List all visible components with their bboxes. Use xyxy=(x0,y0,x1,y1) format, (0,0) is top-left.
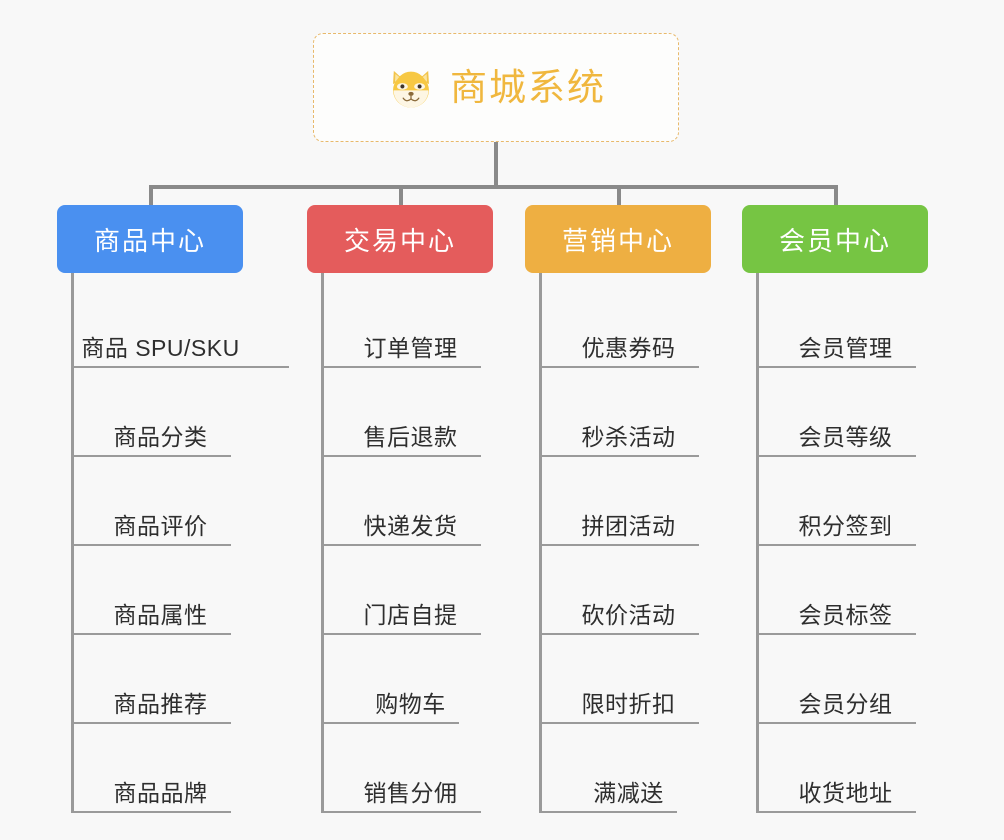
leaf-label: 会员等级 xyxy=(798,423,893,450)
leaf-underline xyxy=(759,455,916,457)
leaf-item[interactable]: 售后退款 xyxy=(324,368,497,457)
leaf-underline xyxy=(74,544,231,546)
leaf-underline xyxy=(542,455,699,457)
leaf-item[interactable]: 会员等级 xyxy=(759,368,932,457)
leaf-underline xyxy=(324,722,459,724)
leaf-underline xyxy=(759,633,916,635)
leaf-item[interactable]: 会员管理 xyxy=(759,279,932,368)
branch-column-4: 会员中心 会员管理 会员等级 积分签到 会员标签 会员分组 xyxy=(742,205,932,813)
leaf-label: 商品推荐 xyxy=(113,690,208,717)
branch-header-label: 商品中心 xyxy=(93,225,206,256)
branch-column-3: 营销中心 优惠券码 秒杀活动 拼团活动 砍价活动 限时折扣 xyxy=(525,205,715,813)
leaf-item[interactable]: 收货地址 xyxy=(759,724,932,813)
connector-root-vertical xyxy=(494,142,498,187)
leaf-item[interactable]: 商品属性 xyxy=(74,546,247,635)
leaf-label: 商品 SPU/SKU xyxy=(81,334,240,361)
leaf-label: 优惠券码 xyxy=(581,334,676,361)
leaf-underline xyxy=(542,366,699,368)
leaf-item[interactable]: 优惠券码 xyxy=(542,279,715,368)
branch-header-marketing-center[interactable]: 营销中心 xyxy=(525,205,711,273)
leaf-underline xyxy=(542,633,699,635)
leaf-underline xyxy=(324,366,481,368)
branch-items-1: 商品 SPU/SKU 商品分类 商品评价 商品属性 商品推荐 商品品牌 xyxy=(71,273,289,813)
leaf-label: 满减送 xyxy=(593,779,664,806)
leaf-label: 会员标签 xyxy=(798,601,893,628)
leaf-underline xyxy=(74,722,231,724)
leaf-label: 秒杀活动 xyxy=(581,423,676,450)
connector-horizontal-bus xyxy=(149,185,838,189)
root-node-mall-system[interactable]: 商城系统 xyxy=(313,33,679,142)
leaf-label: 会员分组 xyxy=(798,690,893,717)
connector-drop-4 xyxy=(834,185,838,209)
leaf-item[interactable]: 会员标签 xyxy=(759,546,932,635)
leaf-item[interactable]: 满减送 xyxy=(542,724,715,813)
connector-drop-3 xyxy=(617,185,621,209)
leaf-underline xyxy=(542,811,677,813)
leaf-label: 商品属性 xyxy=(113,601,208,628)
branch-header-product-center[interactable]: 商品中心 xyxy=(57,205,243,273)
leaf-label: 售后退款 xyxy=(363,423,458,450)
leaf-label: 收货地址 xyxy=(798,779,893,806)
leaf-item[interactable]: 购物车 xyxy=(324,635,497,724)
leaf-underline xyxy=(759,722,916,724)
branch-items-3: 优惠券码 秒杀活动 拼团活动 砍价活动 限时折扣 满减送 xyxy=(539,273,715,813)
leaf-underline xyxy=(542,544,699,546)
leaf-underline xyxy=(324,544,481,546)
leaf-item[interactable]: 积分签到 xyxy=(759,457,932,546)
leaf-underline xyxy=(74,811,231,813)
leaf-item[interactable]: 商品品牌 xyxy=(74,724,247,813)
leaf-item[interactable]: 限时折扣 xyxy=(542,635,715,724)
leaf-underline xyxy=(324,455,481,457)
leaf-item[interactable]: 秒杀活动 xyxy=(542,368,715,457)
leaf-underline xyxy=(74,455,231,457)
leaf-item[interactable]: 商品 SPU/SKU xyxy=(74,279,289,368)
root-node-label: 商城系统 xyxy=(450,67,606,108)
shiba-dog-face-icon xyxy=(393,70,429,108)
leaf-label: 会员管理 xyxy=(798,334,893,361)
branch-items-4: 会员管理 会员等级 积分签到 会员标签 会员分组 收货地址 xyxy=(756,273,932,813)
leaf-label: 商品评价 xyxy=(113,512,208,539)
leaf-underline xyxy=(324,811,481,813)
branch-header-label: 会员中心 xyxy=(778,225,891,256)
leaf-item[interactable]: 门店自提 xyxy=(324,546,497,635)
leaf-underline xyxy=(759,544,916,546)
branch-column-2: 交易中心 订单管理 售后退款 快递发货 门店自提 购物车 xyxy=(307,205,497,813)
leaf-item[interactable]: 快递发货 xyxy=(324,457,497,546)
leaf-item[interactable]: 商品推荐 xyxy=(74,635,247,724)
leaf-underline xyxy=(542,722,699,724)
branch-header-label: 交易中心 xyxy=(343,225,456,256)
leaf-label: 快递发货 xyxy=(363,512,458,539)
leaf-underline xyxy=(324,633,481,635)
connector-drop-1 xyxy=(149,185,153,209)
leaf-label: 限时折扣 xyxy=(581,690,676,717)
branch-header-member-center[interactable]: 会员中心 xyxy=(742,205,928,273)
branch-items-2: 订单管理 售后退款 快递发货 门店自提 购物车 销售分佣 xyxy=(321,273,497,813)
leaf-label: 销售分佣 xyxy=(363,779,458,806)
leaf-underline xyxy=(74,366,289,368)
leaf-item[interactable]: 销售分佣 xyxy=(324,724,497,813)
leaf-item[interactable]: 砍价活动 xyxy=(542,546,715,635)
leaf-item[interactable]: 会员分组 xyxy=(759,635,932,724)
leaf-label: 商品品牌 xyxy=(113,779,208,806)
leaf-item[interactable]: 拼团活动 xyxy=(542,457,715,546)
connector-drop-2 xyxy=(399,185,403,209)
leaf-label: 商品分类 xyxy=(113,423,208,450)
leaf-label: 订单管理 xyxy=(363,334,458,361)
leaf-underline xyxy=(759,366,916,368)
leaf-label: 购物车 xyxy=(375,690,446,717)
leaf-item[interactable]: 商品分类 xyxy=(74,368,247,457)
leaf-underline xyxy=(74,633,231,635)
leaf-label: 积分签到 xyxy=(798,512,893,539)
branch-column-1: 商品中心 商品 SPU/SKU 商品分类 商品评价 商品属性 商品推荐 xyxy=(57,205,289,813)
leaf-underline xyxy=(759,811,916,813)
leaf-item[interactable]: 商品评价 xyxy=(74,457,247,546)
leaf-item[interactable]: 订单管理 xyxy=(324,279,497,368)
leaf-label: 拼团活动 xyxy=(581,512,676,539)
leaf-label: 门店自提 xyxy=(363,601,458,628)
leaf-label: 砍价活动 xyxy=(581,601,676,628)
branch-header-trade-center[interactable]: 交易中心 xyxy=(307,205,493,273)
branch-header-label: 营销中心 xyxy=(561,225,674,256)
